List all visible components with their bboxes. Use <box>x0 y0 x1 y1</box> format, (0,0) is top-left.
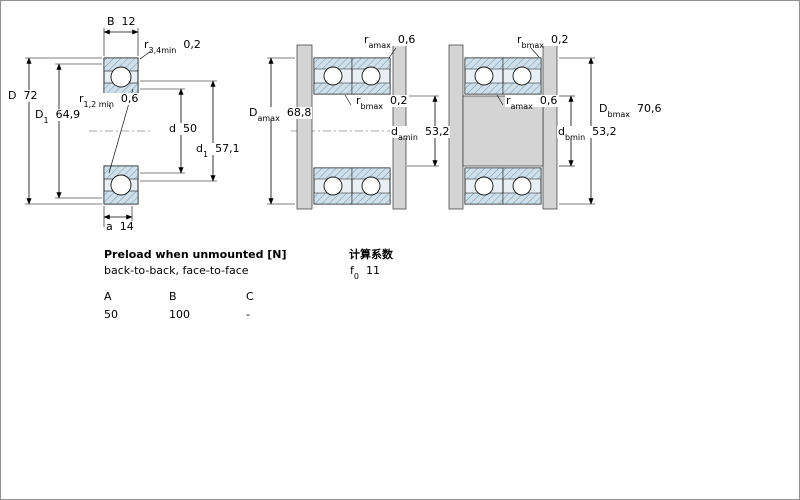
preload-col-C: C <box>246 290 254 303</box>
preload-value-C: - <box>246 308 250 321</box>
preload-subtitle: back-to-back, face-to-face <box>104 264 249 277</box>
middle-bearing-pair <box>267 44 443 210</box>
preload-col-B: B <box>169 290 177 303</box>
factors-title: 计算系数 <box>349 248 393 261</box>
preload-value-B: 100 <box>169 308 190 321</box>
left-bearing-section <box>25 28 217 227</box>
preload-title: Preload when unmounted [N] <box>104 248 287 261</box>
preload-col-A: A <box>104 290 112 303</box>
preload-value-A: 50 <box>104 308 118 321</box>
right-bearing-pair <box>443 44 601 210</box>
